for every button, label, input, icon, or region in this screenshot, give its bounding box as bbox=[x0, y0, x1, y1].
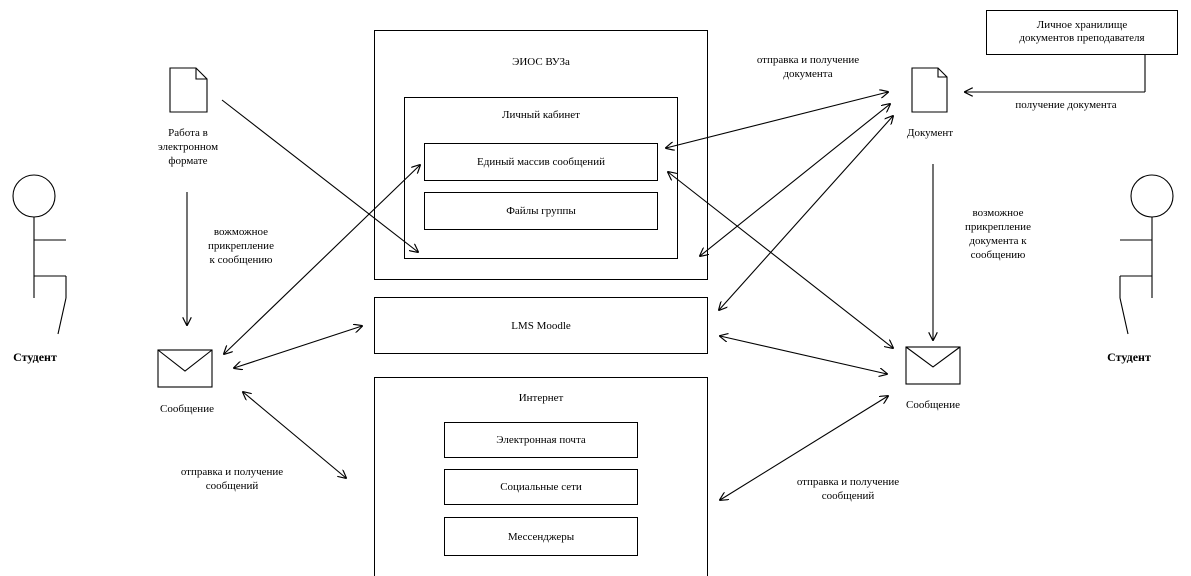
teacher-storage-box: Личное хранилище документов преподавател… bbox=[986, 10, 1178, 55]
arrow-message-lms bbox=[234, 326, 362, 368]
left-send-label-1: отправка и получение bbox=[180, 466, 284, 478]
right-attach-label-3: документа к bbox=[969, 235, 1027, 247]
left-attach-label-2: прикрепление bbox=[208, 240, 274, 252]
right-send-label-1: отправка и получение bbox=[796, 476, 900, 488]
left-document-icon bbox=[169, 67, 208, 113]
left-envelope-icon bbox=[157, 349, 213, 388]
eios-title: ЭИОС ВУЗа bbox=[512, 56, 570, 68]
right-attach-label-1: возможное bbox=[972, 207, 1024, 219]
arrow-doc-messages-array bbox=[666, 92, 888, 148]
messages-array-box: Единый массив сообщений bbox=[424, 143, 658, 181]
left-doc-label-2: электронном bbox=[157, 141, 219, 153]
left-attach-label-3: к сообщению bbox=[209, 254, 273, 266]
left-student-label: Студент bbox=[13, 350, 57, 364]
arrow-message-internet bbox=[243, 392, 346, 478]
right-envelope-icon bbox=[905, 346, 961, 385]
right-attach-label-2: прикрепление bbox=[965, 221, 1031, 233]
arrow-message-messages-array bbox=[224, 165, 420, 354]
email-box: Электронная почта bbox=[444, 422, 638, 458]
right-attach-label-4: сообщению bbox=[970, 249, 1026, 261]
arrow-right-message-messages-array bbox=[668, 172, 893, 348]
internet-box: Интернет bbox=[374, 377, 708, 576]
left-message-label: Сообщение bbox=[160, 403, 214, 415]
storage-line2: документов преподавателя bbox=[1019, 32, 1145, 44]
internet-title: Интернет bbox=[518, 392, 564, 404]
arrow-doc-lms bbox=[719, 116, 893, 310]
social-box: Социальные сети bbox=[444, 469, 638, 505]
right-doc-label: Документ bbox=[906, 127, 954, 139]
group-files-box: Файлы группы bbox=[424, 192, 658, 230]
left-doc-label-1: Работа в bbox=[168, 127, 208, 139]
storage-line1: Личное хранилище bbox=[1036, 19, 1128, 31]
right-student-actor-icon bbox=[1119, 174, 1174, 335]
arrow-doc-cabinet bbox=[700, 104, 890, 256]
right-send-label-2: сообщений bbox=[821, 490, 875, 502]
left-send-label-2: сообщений bbox=[205, 480, 259, 492]
right-message-label: Сообщение bbox=[906, 399, 960, 411]
right-receive-doc-label: получение документа bbox=[1015, 99, 1117, 111]
arrow-right-message-lms bbox=[720, 336, 887, 374]
right-doc-send-label-2: документа bbox=[783, 68, 833, 80]
cabinet-title: Личный кабинет bbox=[502, 109, 580, 121]
left-doc-label-3: формате bbox=[168, 155, 208, 167]
messengers-box: Мессенджеры bbox=[444, 517, 638, 556]
left-attach-label-1: вожможное bbox=[213, 226, 269, 238]
arrow-right-message-internet bbox=[720, 396, 888, 500]
right-document-icon bbox=[911, 67, 948, 113]
right-doc-send-label-1: отправка и получение bbox=[756, 54, 860, 66]
right-student-label: Студент bbox=[1107, 350, 1151, 364]
left-student-actor-icon bbox=[12, 174, 67, 335]
